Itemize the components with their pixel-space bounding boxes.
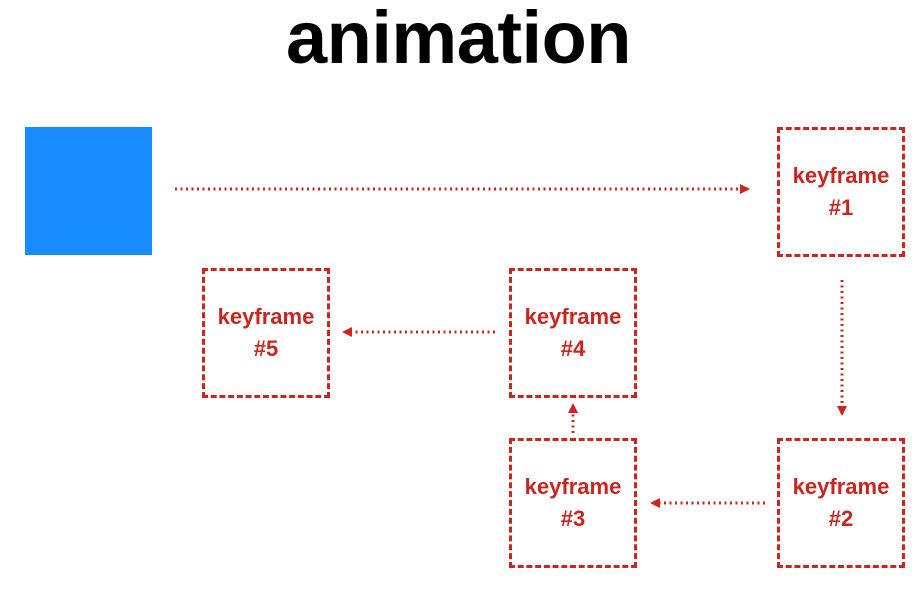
- keyframe-2-number: #2: [828, 506, 854, 531]
- keyframe-2-word: keyframe: [792, 474, 890, 499]
- keyframe-1-number: #1: [828, 195, 854, 220]
- keyframe-1-box: keyframe #1: [777, 127, 905, 257]
- keyframe-4-box: keyframe #4: [509, 268, 637, 398]
- keyframe-3-box: keyframe #3: [509, 438, 637, 568]
- keyframe-5-box: keyframe #5: [202, 268, 330, 398]
- animated-square: [25, 127, 152, 255]
- keyframe-2-box: keyframe #2: [777, 438, 905, 568]
- keyframe-5-number: #5: [253, 336, 279, 361]
- keyframe-1-word: keyframe: [792, 163, 890, 188]
- keyframe-4-word: keyframe: [524, 304, 622, 329]
- keyframe-5-word: keyframe: [217, 304, 315, 329]
- keyframe-3-word: keyframe: [524, 474, 622, 499]
- keyframe-3-number: #3: [560, 506, 586, 531]
- page-title: animation: [286, 0, 631, 79]
- keyframe-4-number: #4: [560, 336, 586, 361]
